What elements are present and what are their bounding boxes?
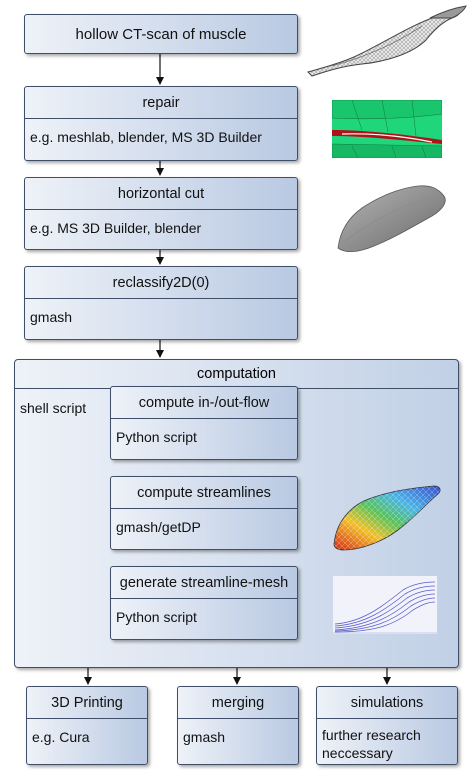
simulations-output-note: further research neccessary bbox=[317, 719, 457, 762]
repair-step-box: repair e.g. meshlab, blender, MS 3D Buil… bbox=[24, 86, 298, 161]
cut-mesh-icon bbox=[337, 185, 446, 252]
computation-title: computation bbox=[15, 360, 458, 389]
simulations-note-line2: neccessary bbox=[322, 745, 393, 761]
shell-script-label: shell script bbox=[20, 400, 87, 416]
inflow-step-title: compute in-/out-flow bbox=[111, 387, 297, 419]
streamlines-step-box: compute streamlines gmash/getDP bbox=[110, 476, 298, 550]
streamlines-step-title: compute streamlines bbox=[111, 477, 297, 509]
cut-step-title: horizontal cut bbox=[25, 178, 297, 210]
reclassify-step-tools: gmash bbox=[30, 309, 73, 325]
streamline-lines-icon bbox=[333, 576, 437, 634]
reclassify-step-title: reclassify2D(0) bbox=[25, 267, 297, 299]
mesh-step-title: generate streamline-mesh bbox=[111, 567, 297, 599]
mesh-step-box: generate streamline-mesh Python script bbox=[110, 566, 298, 640]
mesh-step-tools: Python script bbox=[116, 609, 197, 625]
input-step-label: hollow CT-scan of muscle bbox=[75, 25, 247, 43]
repair-mesh-icon bbox=[332, 100, 442, 158]
inflow-step-tools: Python script bbox=[116, 429, 197, 445]
printing-output-title: 3D Printing bbox=[27, 687, 147, 719]
printing-output-box: 3D Printing e.g. Cura bbox=[26, 686, 148, 765]
cut-step-tools: e.g. MS 3D Builder, blender bbox=[30, 220, 202, 236]
merging-output-title: merging bbox=[178, 687, 298, 719]
printing-output-tools: e.g. Cura bbox=[32, 729, 90, 745]
cut-step-box: horizontal cut e.g. MS 3D Builder, blend… bbox=[24, 177, 298, 250]
merging-output-tools: gmash bbox=[183, 729, 226, 745]
reclassify-step-box: reclassify2D(0) gmash bbox=[24, 266, 298, 340]
streamline-colormap-icon bbox=[333, 485, 441, 551]
repair-step-title: repair bbox=[25, 87, 297, 119]
simulations-output-title: simulations bbox=[317, 687, 457, 719]
simulations-output-box: simulations further research neccessary bbox=[316, 686, 458, 765]
input-step-box: hollow CT-scan of muscle bbox=[24, 14, 298, 54]
streamlines-step-tools: gmash/getDP bbox=[116, 519, 201, 535]
merging-output-box: merging gmash bbox=[177, 686, 299, 765]
repair-step-tools: e.g. meshlab, blender, MS 3D Builder bbox=[30, 129, 262, 145]
inflow-step-box: compute in-/out-flow Python script bbox=[110, 386, 298, 460]
muscle-mesh-icon bbox=[307, 5, 467, 77]
simulations-note-line1: further research bbox=[322, 727, 421, 743]
